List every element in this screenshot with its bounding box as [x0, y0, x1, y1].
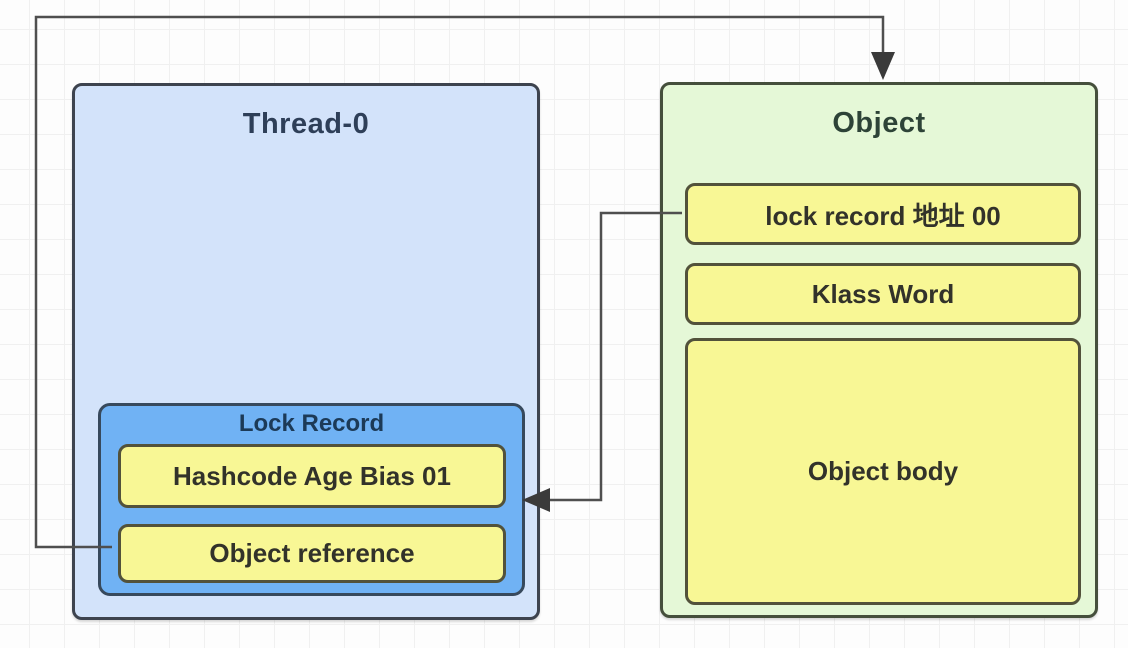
object-box: Object lock record 地址 00 Klass Word Obje…	[660, 82, 1098, 618]
arrowhead-down-icon	[871, 52, 895, 80]
object-body-slot: Object body	[685, 338, 1081, 605]
object-reference-slot: Object reference	[118, 524, 506, 583]
klass-word-slot: Klass Word	[685, 263, 1081, 325]
object-title: Object	[832, 107, 926, 139]
thread-title: Thread-0	[242, 108, 370, 140]
thread-box: Thread-0 Lock Record Hashcode Age Bias 0…	[72, 83, 540, 620]
lock-record-box: Lock Record Hashcode Age Bias 01 Object …	[98, 403, 525, 596]
hashcode-age-bias-slot: Hashcode Age Bias 01	[118, 444, 506, 508]
edge-lock-record-address-to-hashcode	[522, 211, 682, 512]
lock-record-address-slot: lock record 地址 00	[685, 183, 1081, 245]
lock-record-title: Lock Record	[238, 410, 385, 437]
